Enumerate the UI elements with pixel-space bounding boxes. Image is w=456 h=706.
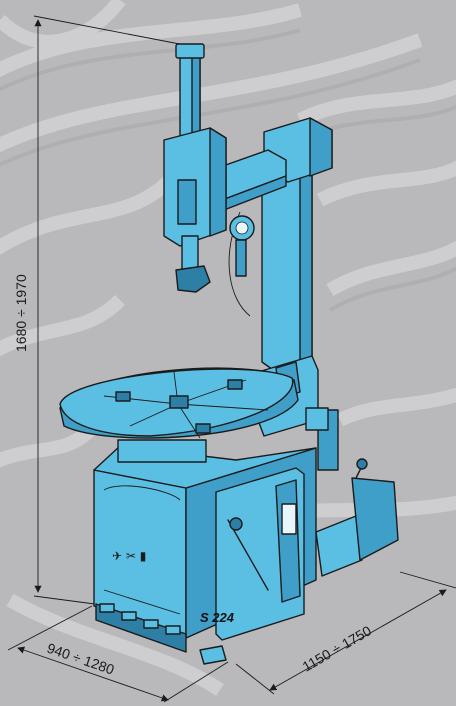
dimension-arrow-icon [17,646,169,702]
tyre-changer-illustration: S 224 ✈ ✂ ▮ [59,43,399,665]
turntable [59,367,299,439]
height-dimension-label: 1680 ÷ 1970 [13,274,29,352]
bead-breaker [305,407,399,577]
control-panel: S 224 [200,467,305,641]
mounting-head-post [163,43,227,293]
depth-dimension-label: 1150 ÷ 1750 [300,622,375,674]
pressure-gauge [228,211,255,317]
pedal-symbol-icon: ✈ ✂ ▮ [112,549,146,563]
model-label: S 224 [200,610,235,625]
foot-pedals: ✈ ✂ ▮ [95,549,227,665]
dimension-arrow-icon [269,589,447,691]
